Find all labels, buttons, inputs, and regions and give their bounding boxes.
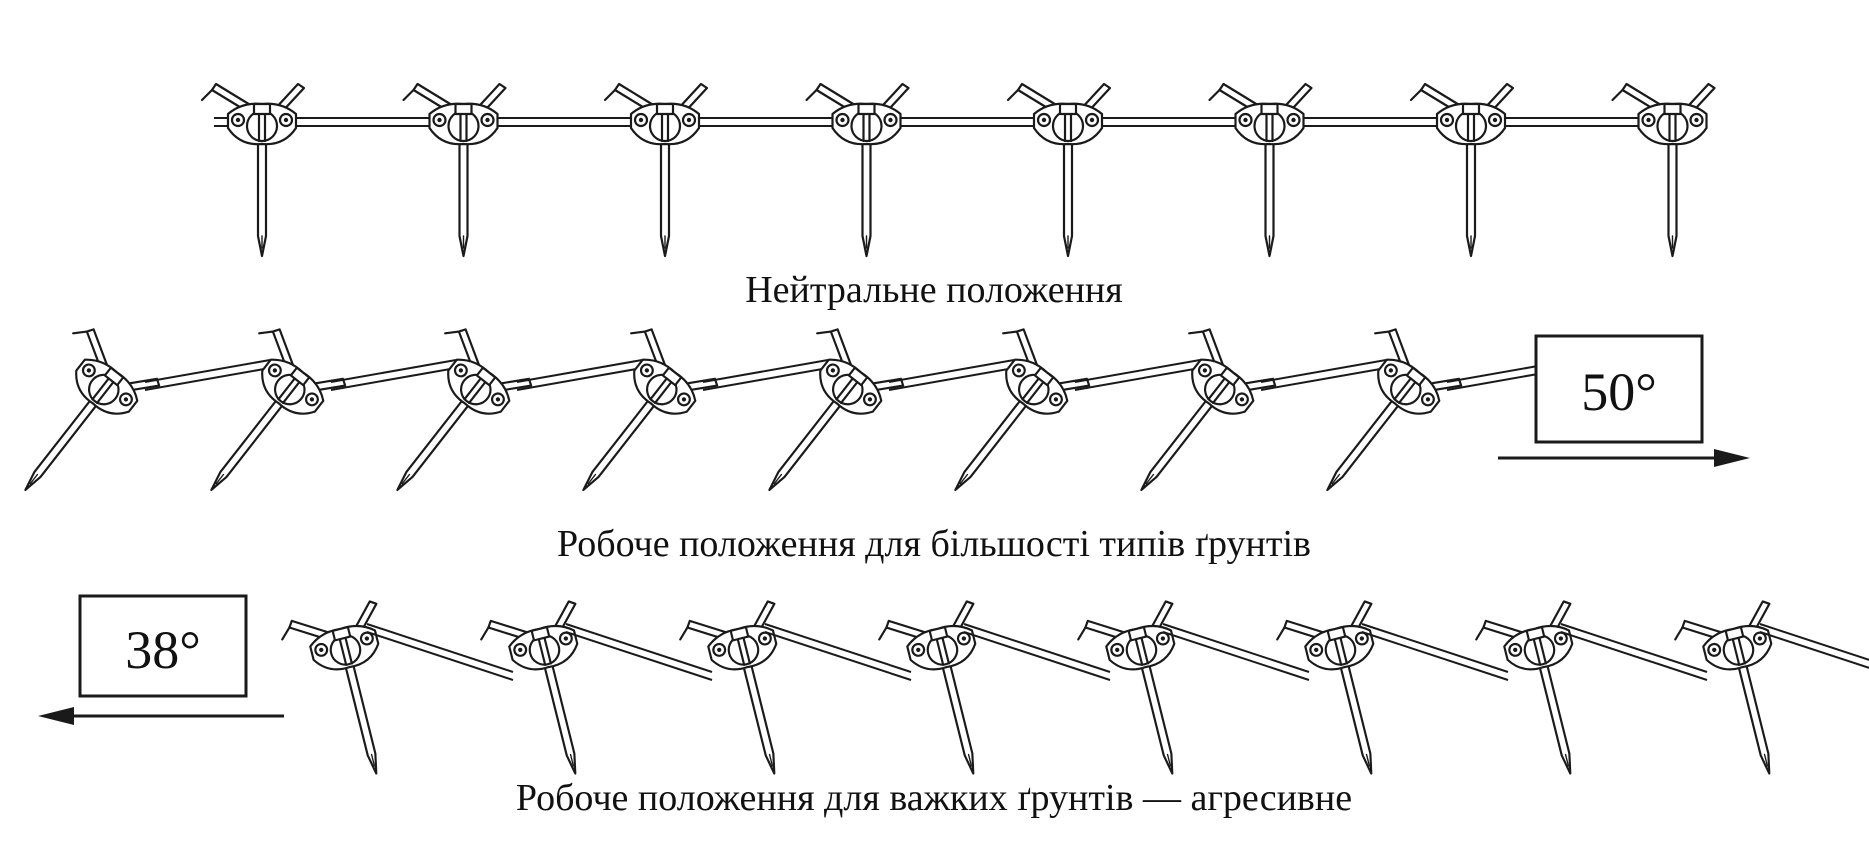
tine-unit (679, 600, 778, 775)
angle-label-working: 50° (1581, 362, 1657, 422)
tine-unit (805, 82, 910, 258)
tine-unit (1326, 328, 1463, 492)
tine-unit (480, 600, 579, 775)
tine-unit (402, 82, 507, 258)
tine-unit (200, 82, 306, 258)
tine-unit (878, 600, 977, 775)
tine-unit (768, 328, 905, 492)
tine-unit (1208, 82, 1313, 258)
row-working (24, 328, 1573, 492)
tine-unit (281, 600, 380, 775)
caption-neutral: Нейтральне положення (745, 269, 1123, 311)
tine-unit (1611, 82, 1716, 258)
link-bar (1560, 623, 1708, 681)
link-bar (1074, 359, 1201, 391)
arrow-right-icon (1498, 449, 1750, 467)
row-neutral (200, 82, 1716, 258)
tine-unit (1006, 82, 1112, 258)
angle-box-aggressive: 38° (78, 594, 248, 698)
link-bar (516, 359, 643, 391)
link-bar (764, 623, 912, 681)
caption-aggressive: Робоче положення для важких ґрунтів — аг… (516, 777, 1352, 819)
tine-unit (1077, 600, 1176, 775)
link-bar (702, 359, 829, 391)
tine-unit (1276, 600, 1375, 775)
link-bar (1759, 623, 1869, 669)
tine-unit (24, 328, 161, 492)
tine-unit (1475, 600, 1574, 775)
link-bar (963, 623, 1111, 681)
angle-box-working: 50° (1534, 334, 1704, 444)
tine-unit (1409, 82, 1515, 258)
tine-unit (1674, 600, 1773, 775)
row-aggressive (281, 600, 1869, 775)
link-bar (888, 359, 1015, 391)
caption-working: Робоче положення для більшості типів ґру… (557, 523, 1311, 565)
angle-label-aggressive: 38° (125, 620, 201, 680)
tine-unit (954, 328, 1091, 492)
link-bar (1260, 359, 1387, 391)
link-bar (366, 623, 514, 681)
tine-unit (210, 328, 347, 492)
tine-unit (603, 82, 709, 258)
link-bar (1361, 623, 1509, 681)
link-bar (1162, 623, 1310, 681)
tine-unit (396, 328, 533, 492)
link-bar (565, 623, 713, 681)
link-bar (144, 359, 271, 391)
arrow-left-icon (38, 707, 284, 725)
tine-unit (582, 328, 719, 492)
link-bar (330, 359, 457, 391)
tine-unit (1140, 328, 1277, 492)
